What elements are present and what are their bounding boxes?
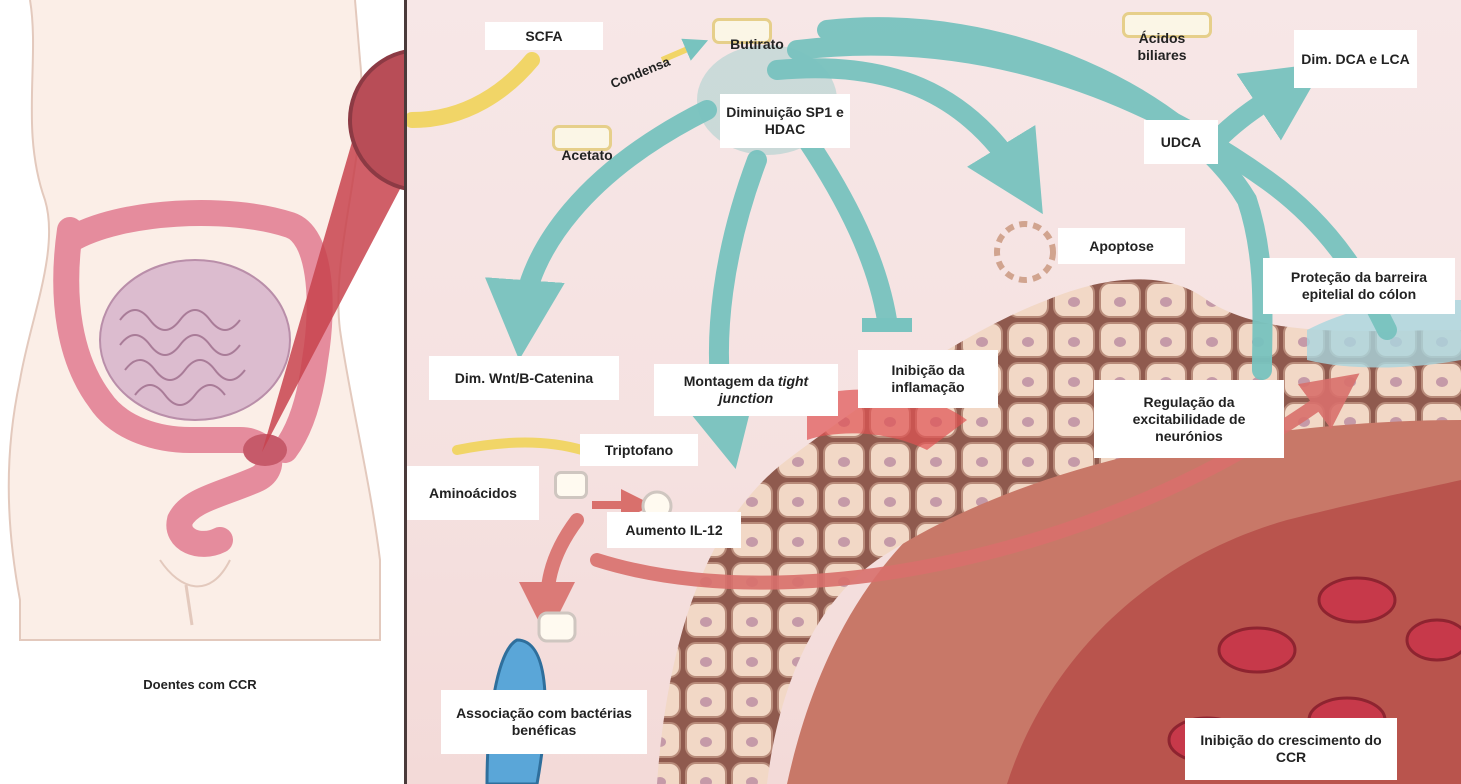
mechanism-panel: SCFA Condensa Butirato Acetato Diminuiçã… [407, 0, 1461, 784]
montagem-text: Montagem da tight junction [660, 373, 832, 407]
udca-label: UDCA [1144, 120, 1218, 164]
acetato-text: Acetato [561, 147, 612, 164]
associacao-text: Associação com bactérias benéficas [447, 705, 641, 739]
apoptose-label: Apoptose [1058, 228, 1185, 264]
dim-wnt-text: Dim. Wnt/B-Catenina [455, 370, 593, 387]
regulacao-label: Regulação da excitabilidade de neurónios [1094, 380, 1284, 458]
udca-text: UDCA [1161, 134, 1201, 151]
anatomy-panel: Doentes com CCR [0, 0, 405, 784]
acetato-label: Acetato [547, 144, 627, 166]
protecao-label: Proteção da barreira epitelial do cólon [1263, 258, 1455, 314]
diminuicao-text: Diminuição SP1 e HDAC [726, 104, 844, 138]
anatomy-illustration [0, 0, 405, 784]
butirato-label: Butirato [717, 33, 797, 55]
dim-dca-label: Dim. DCA e LCA [1294, 30, 1417, 88]
aminoacid-capsule [554, 471, 588, 499]
inibicao-ccr-text: Inibição do crescimento do CCR [1191, 732, 1391, 766]
apoptotic-cell [997, 224, 1053, 280]
butirato-text: Butirato [730, 36, 784, 53]
inibicao-ccr-label: Inibição do crescimento do CCR [1185, 718, 1397, 780]
inibicao-inflamacao-label: Inibição da inflamação [858, 350, 998, 408]
montagem-label: Montagem da tight junction [654, 364, 838, 416]
diminuicao-label: Diminuição SP1 e HDAC [720, 94, 850, 148]
aminoacidos-text: Aminoácidos [429, 485, 517, 502]
inibicao-inflamacao-text: Inibição da inflamação [864, 362, 992, 396]
triptofano-text: Triptofano [605, 442, 673, 459]
aumento-il12-text: Aumento IL-12 [625, 522, 722, 539]
patients-label: Doentes com CCR [100, 672, 300, 696]
aumento-il12-label: Aumento IL-12 [607, 512, 741, 548]
regulacao-text: Regulação da excitabilidade de neurónios [1100, 394, 1278, 445]
aminoacidos-label: Aminoácidos [407, 466, 539, 520]
apoptose-text: Apoptose [1089, 238, 1154, 255]
scfa-text: SCFA [525, 28, 562, 45]
associacao-label: Associação com bactérias benéficas [441, 690, 647, 754]
dim-wnt-label: Dim. Wnt/B-Catenina [429, 356, 619, 400]
acidos-biliares-label: Ácidos biliares [1117, 26, 1207, 68]
tumor [243, 434, 287, 466]
dim-dca-text: Dim. DCA e LCA [1301, 51, 1409, 68]
patients-text: Doentes com CCR [143, 676, 256, 693]
protecao-text: Proteção da barreira epitelial do cólon [1269, 269, 1449, 303]
triptofano-label: Triptofano [580, 434, 698, 466]
scfa-label: SCFA [485, 22, 603, 50]
yellow-arrow [412, 60, 532, 120]
acidos-biliares-text: Ácidos biliares [1123, 30, 1201, 64]
